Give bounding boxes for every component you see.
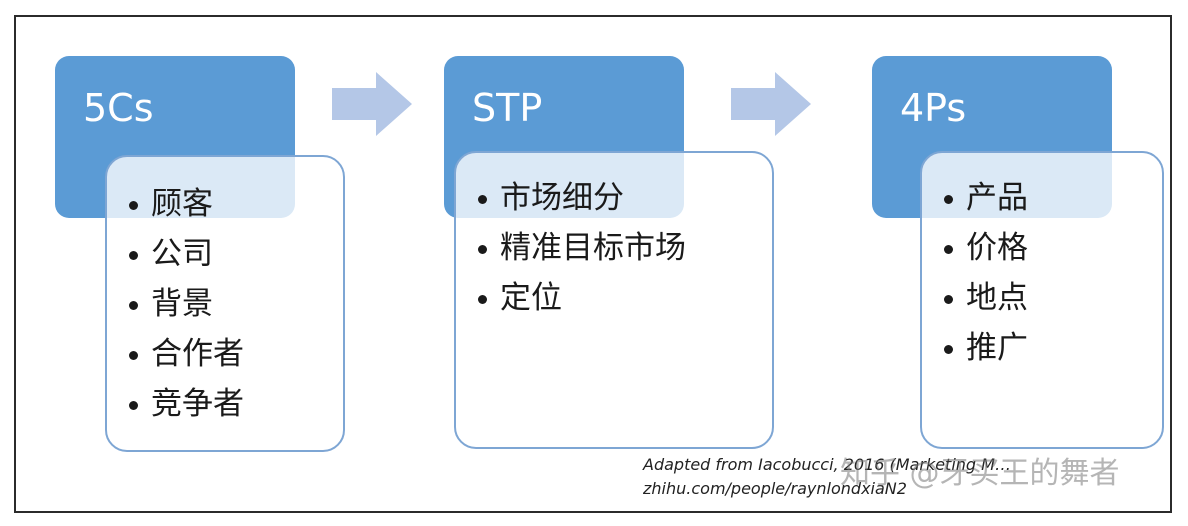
source-credit: Adapted from Iacobucci, 2016 (Marketing … xyxy=(643,453,1011,501)
bullet-icon xyxy=(129,401,138,410)
list-item: 顾客 xyxy=(107,179,343,229)
bullet-icon xyxy=(944,345,953,354)
bullet-icon xyxy=(129,301,138,310)
list-item: 推广 xyxy=(922,323,1162,373)
list-item: 竞争者 xyxy=(107,379,343,429)
list-item: 公司 xyxy=(107,229,343,279)
bullet-icon xyxy=(944,295,953,304)
bullet-icon xyxy=(478,195,487,204)
arrow-right-icon xyxy=(332,72,412,136)
list-item: 合作者 xyxy=(107,329,343,379)
arrow-right-icon xyxy=(731,72,811,136)
bullet-icon xyxy=(478,245,487,254)
header-4ps-label: 4Ps xyxy=(900,86,967,130)
list-item: 背景 xyxy=(107,279,343,329)
list-item: 精准目标市场 xyxy=(456,223,772,273)
credit-line-2: zhihu.com/people/raynlondxiaN2 xyxy=(643,479,907,498)
list-item: 市场细分 xyxy=(456,173,772,223)
bullet-icon xyxy=(478,295,487,304)
credit-line-1: Adapted from Iacobucci, 2016 (Marketing … xyxy=(643,455,1011,474)
list-item: 地点 xyxy=(922,273,1162,323)
header-stp-label: STP xyxy=(472,86,543,130)
list-item: 产品 xyxy=(922,173,1162,223)
bullet-icon xyxy=(944,195,953,204)
list-stp: 市场细分 精准目标市场 定位 xyxy=(454,151,774,449)
bullet-icon xyxy=(944,245,953,254)
watermark: 知乎 @牙买王的舞者 xyxy=(840,456,1120,491)
list-item: 价格 xyxy=(922,223,1162,273)
header-5cs-label: 5Cs xyxy=(83,86,154,130)
bullet-icon xyxy=(129,251,138,260)
bullet-icon xyxy=(129,201,138,210)
bullet-icon xyxy=(129,351,138,360)
list-item: 定位 xyxy=(456,273,772,323)
list-4ps: 产品 价格 地点 推广 xyxy=(920,151,1164,449)
list-5cs: 顾客 公司 背景 合作者 竞争者 xyxy=(105,155,345,452)
